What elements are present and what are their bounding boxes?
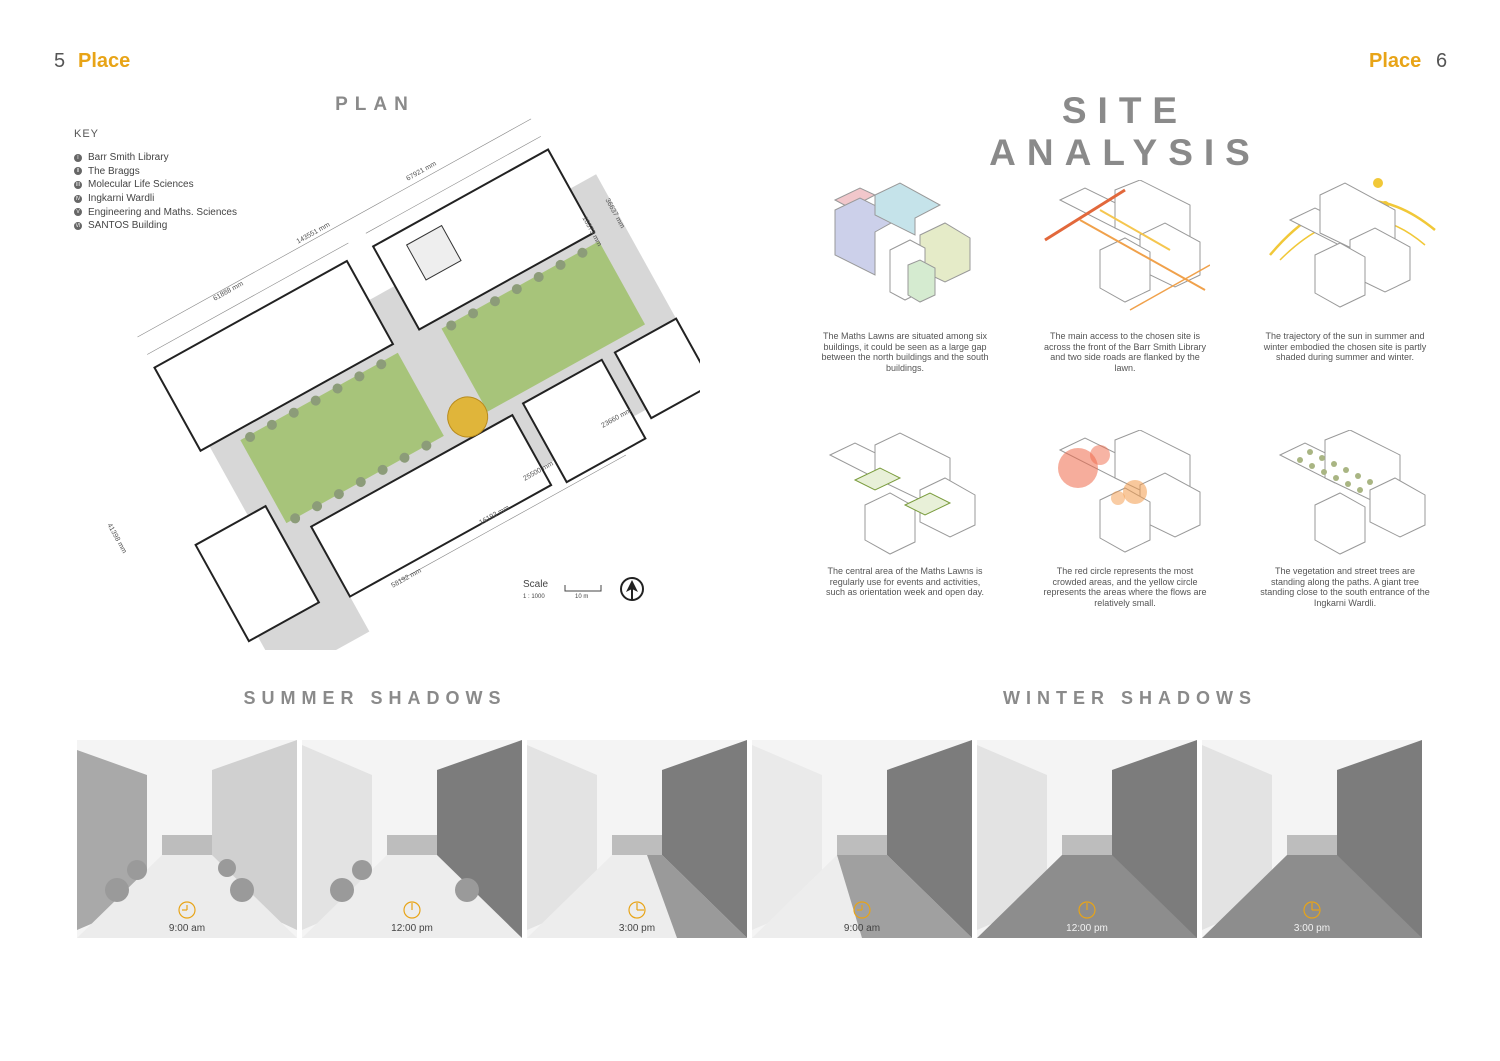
building-santos <box>194 504 321 643</box>
left-page-number: 5 <box>54 50 66 72</box>
key-item: IV Ingkarni Wardli <box>74 192 237 206</box>
key-label: SANTOS Building <box>88 220 168 232</box>
north-arrow-icon <box>620 577 644 601</box>
clock-icon <box>853 901 871 919</box>
key-number: III <box>74 180 82 189</box>
key-number: II <box>74 167 82 176</box>
site-analysis-title: SITE ANALYSIS <box>989 90 1261 173</box>
right-page-number: 6 <box>1436 50 1448 72</box>
scale-bar <box>564 585 602 592</box>
key-item: II The Braggs <box>74 165 237 179</box>
key-number: VI <box>74 221 82 230</box>
winter-shadows-title: WINTER SHADOWS <box>1003 688 1257 708</box>
shadow-time: 12:00 pm <box>391 923 433 934</box>
analysis-caption: The central area of the Maths Lawns is r… <box>826 566 984 597</box>
key-label: Ingkarni Wardli <box>88 193 155 205</box>
analysis-caption: The red circle represents the most crowd… <box>1043 566 1207 608</box>
analysis-diagram-central <box>828 432 976 555</box>
shadow-time: 9:00 am <box>843 923 881 934</box>
clock-icon <box>403 901 421 919</box>
clock-icon <box>1303 901 1321 919</box>
analysis-caption: The main access to the chosen site is ac… <box>1043 331 1207 373</box>
key-item: VI SANTOS Building <box>74 219 237 233</box>
giant-tree <box>447 396 489 438</box>
shadow-photo-summer-9am: 9:00 am <box>77 740 297 938</box>
sun-icon <box>1373 178 1383 188</box>
clock-icon <box>628 901 646 919</box>
analysis-caption: The Maths Lawns are situated among six b… <box>821 331 989 373</box>
scale-length: 10 m <box>575 594 589 600</box>
key-number: V <box>74 208 82 217</box>
shadow-photo-summer-12pm: 12:00 pm <box>302 740 522 938</box>
analysis-diagram-sun <box>1269 178 1436 308</box>
clock-icon <box>178 901 196 919</box>
building-engineering-maths <box>309 413 553 598</box>
building-barr-smith <box>153 259 395 453</box>
analysis-caption: The trajectory of the sun in summer and … <box>1263 331 1427 362</box>
shadow-photo-winter-3pm: 3:00 pm <box>1202 740 1422 938</box>
building-ingkarni-wardli <box>521 358 647 484</box>
building-the-braggs <box>371 148 596 331</box>
scale-label: Scale <box>523 579 549 590</box>
key-label: Engineering and Maths. Sciences <box>88 206 237 218</box>
shadow-time: 9:00 am <box>168 923 206 934</box>
shadow-time: 3:00 pm <box>618 923 656 934</box>
right-page-label: Place <box>1369 50 1422 72</box>
key-item: V Engineering and Maths. Sciences <box>74 205 237 219</box>
maths-lawn-west <box>240 352 444 524</box>
analysis-diagram-vegetation <box>1278 430 1426 555</box>
key-number: I <box>74 153 82 162</box>
clock-icon <box>1078 901 1096 919</box>
analysis-diagram-access <box>1044 180 1210 311</box>
shadow-photo-winter-12pm: 12:00 pm <box>977 740 1197 938</box>
site-plan-drawing <box>137 118 700 650</box>
key-label: Molecular Life Sciences <box>88 179 194 191</box>
shadow-time: 3:00 pm <box>1293 923 1331 934</box>
key-title: KEY <box>74 128 100 140</box>
analysis-diagram-crowds <box>1058 430 1201 553</box>
left-page-label: Place <box>78 50 131 72</box>
analysis-diagram-buildings <box>833 182 971 303</box>
shadow-photo-winter-9am: 9:00 am <box>752 740 972 938</box>
key-number: IV <box>74 194 82 203</box>
key-item: III Molecular Life Sciences <box>74 178 237 192</box>
plan-title: PLAN <box>335 94 415 115</box>
key-label: The Braggs <box>88 165 140 177</box>
analysis-caption: The vegetation and street trees are stan… <box>1260 566 1430 608</box>
shadow-photo-summer-3pm: 3:00 pm <box>527 740 747 938</box>
building-molecular-life <box>613 317 700 420</box>
summer-shadows-title: SUMMER SHADOWS <box>243 688 507 708</box>
key-label: Barr Smith Library <box>88 152 169 164</box>
scale-ratio: 1 : 1000 <box>523 594 545 600</box>
key-list: I Barr Smith Library II The Braggs III Mole… <box>74 151 237 233</box>
maths-lawn-east <box>441 241 646 412</box>
shadow-time: 12:00 pm <box>1066 923 1108 934</box>
key-item: I Barr Smith Library <box>74 151 237 165</box>
